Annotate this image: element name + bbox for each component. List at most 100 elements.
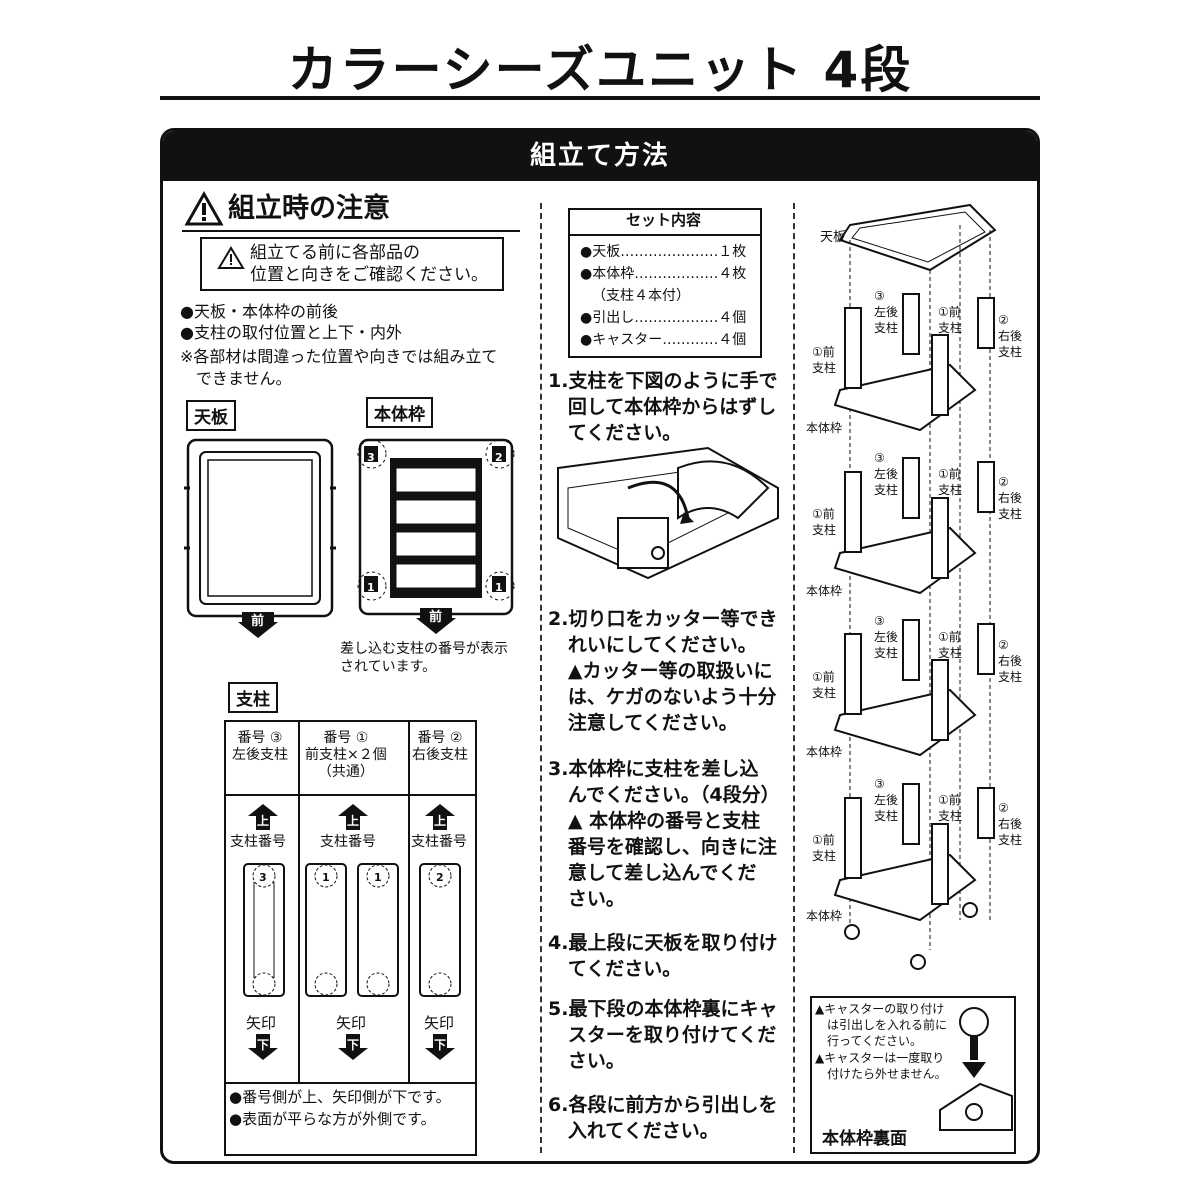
pillar-number: 1 <box>322 871 330 884</box>
up-label: 上 <box>347 814 360 828</box>
arrow-mark-label: 矢印 <box>424 1014 455 1032</box>
down-label: 下 <box>347 1038 360 1052</box>
step-1: 1.支柱を下図のように手で 回して本体枠からはずし てください。 <box>548 370 778 444</box>
diagram-label-p1left: ①前 支柱 <box>812 833 837 863</box>
diagram-label-p2: ② 右後 支柱 <box>998 313 1023 359</box>
hontai-label: 本体枠 <box>366 397 433 428</box>
pillar-illustration <box>419 863 461 997</box>
column-divider-right <box>793 203 795 1153</box>
caution-rule <box>182 230 520 232</box>
front-label: 前 <box>251 614 265 629</box>
pillar-number: 1 <box>374 871 382 884</box>
up-arrow-icon <box>338 804 368 830</box>
caster-note-label: 本体枠裏面 <box>822 1129 907 1149</box>
warning-icon <box>184 190 224 226</box>
step-6: 6.各段に前方から引出しを 入れてください。 <box>548 1094 778 1142</box>
up-arrow-icon <box>425 804 455 830</box>
diagram-label-hontai: 本体枠 <box>806 584 843 598</box>
diagram-label-p1left: ①前 支柱 <box>812 670 837 700</box>
front-label: 前 <box>429 610 443 625</box>
step-4: 4.最上段に天板を取り付け てください。 <box>548 932 778 980</box>
step1-illustration <box>557 446 779 580</box>
step-2: 2.切り口をカッター等でき れいにしてください。 ▲カッター等の取扱いに は、ケ… <box>548 608 778 734</box>
pillar-number: 2 <box>495 451 503 464</box>
diagram-label-hontai: 本体枠 <box>806 745 843 759</box>
down-arrow-icon <box>248 1034 278 1060</box>
up-arrow-icon <box>248 804 278 830</box>
hontai-note: 差し込む支柱の番号が表示 されています。 <box>340 641 508 675</box>
page-title: カラーシーズユニット 4段 <box>287 41 913 99</box>
assembly-diagram <box>833 203 997 970</box>
set-contents-item: ●キャスター…………４個 <box>580 332 747 348</box>
diagram-label-p3: ③ 左後 支柱 <box>874 614 899 660</box>
set-contents-item: ●天板…………………１枚 <box>580 244 747 260</box>
caster-illustration <box>939 1007 1013 1131</box>
pillar-number: 2 <box>436 871 444 884</box>
diagram-label-tenban: 天板 <box>820 230 847 245</box>
diagram-label-hontai: 本体枠 <box>806 909 843 923</box>
diagram-label-p1left: ①前 支柱 <box>812 345 837 375</box>
set-contents-item: ●本体枠………………４枚 <box>580 266 747 282</box>
pillar-number: 1 <box>367 581 375 594</box>
diagram-label-p2: ② 右後 支柱 <box>998 638 1023 684</box>
pillar-illustration <box>305 863 399 997</box>
set-contents-item: （支柱４本付） <box>592 288 690 304</box>
pillar-note: ●番号側が上、矢印側が下です。 <box>229 1088 451 1106</box>
title-rule <box>160 96 1040 100</box>
up-label: 上 <box>434 814 447 828</box>
caution-box-text: 組立てる前に各部品の 位置と向きをご確認ください。 <box>250 243 488 285</box>
front-arrow-icon <box>416 608 456 634</box>
step-3: 3.本体枠に支柱を差し込 んでください。（4段分） ▲ 本体枠の番号と支柱 番号… <box>548 758 780 910</box>
diagram-label-hontai: 本体枠 <box>806 421 843 435</box>
diagram-label-p3: ③ 左後 支柱 <box>874 289 899 335</box>
set-contents-item: ●引出し………………４個 <box>580 310 747 326</box>
front-arrow-icon <box>238 612 278 638</box>
arrow-mark-label: 矢印 <box>246 1014 277 1032</box>
pillar-table <box>224 720 477 1156</box>
set-contents-box <box>568 208 762 358</box>
caution-box <box>200 237 504 291</box>
pillar-col-head: 番号 ① 前支柱×２個 （共通） <box>305 730 387 780</box>
down-arrow-icon <box>338 1034 368 1060</box>
column-divider-left <box>540 203 542 1153</box>
diagram-label-p1left: ①前 支柱 <box>812 507 837 537</box>
diagram-label-p2: ② 右後 支柱 <box>998 801 1023 847</box>
tenban-illustration <box>184 438 336 618</box>
diagram-label-p3: ③ 左後 支柱 <box>874 451 899 497</box>
pillar-note: ●表面が平らな方が外側です。 <box>229 1110 436 1128</box>
diagram-label-p1front: ①前 支柱 <box>938 793 963 823</box>
down-arrow-icon <box>425 1034 455 1060</box>
caution-bullet: ●支柱の取付位置と上下・内外 <box>180 323 402 342</box>
hontai-illustration <box>357 438 515 616</box>
caster-note-2: ▲キャスターは一度取り 付けたら外せません。 <box>815 1051 947 1081</box>
diagram-label-p1front: ①前 支柱 <box>938 467 963 497</box>
pillar-col-head: 番号 ② 右後支柱 <box>412 730 468 763</box>
pillar-number: 1 <box>495 581 503 594</box>
pillar-number-label: 支柱番号 <box>230 834 286 850</box>
up-label: 上 <box>257 814 270 828</box>
pillar-number: 3 <box>259 871 267 884</box>
down-label: 下 <box>257 1038 270 1052</box>
pillar-illustration <box>243 863 285 997</box>
caution-bullet: ●天板・本体枠の前後 <box>180 302 338 321</box>
caster-note-1: ▲キャスターの取り付け は引出しを入れる前に 行ってください。 <box>815 1002 948 1048</box>
instructions-panel: 組立て方法 <box>160 128 1040 1164</box>
pillar-col-head: 番号 ③ 左後支柱 <box>232 730 288 763</box>
diagram-label-p1front: ①前 支柱 <box>938 305 963 335</box>
diagram-label-p2: ② 右後 支柱 <box>998 475 1023 521</box>
pillar-number: 3 <box>367 451 375 464</box>
caution-note: ※各部材は間違った位置や向きでは組み立て できません。 <box>180 347 498 388</box>
pillar-number-label: 支柱番号 <box>411 834 467 850</box>
tenban-label: 天板 <box>186 400 236 431</box>
diagram-label-p3: ③ 左後 支柱 <box>874 777 899 823</box>
warning-icon <box>217 246 245 269</box>
caution-heading: 組立時の注意 <box>228 193 390 224</box>
pillar-label: 支柱 <box>228 682 278 713</box>
down-label: 下 <box>434 1038 447 1052</box>
caster-note-box <box>810 996 1016 1154</box>
section-header: 組立て方法 <box>163 131 1037 181</box>
diagram-label-p1front: ①前 支柱 <box>938 630 963 660</box>
pillar-number-label: 支柱番号 <box>320 834 376 850</box>
step-5: 5.最下段の本体枠裏にキャ スターを取り付けてくだ さい。 <box>548 998 778 1072</box>
set-contents-title: セット内容 <box>626 211 702 229</box>
